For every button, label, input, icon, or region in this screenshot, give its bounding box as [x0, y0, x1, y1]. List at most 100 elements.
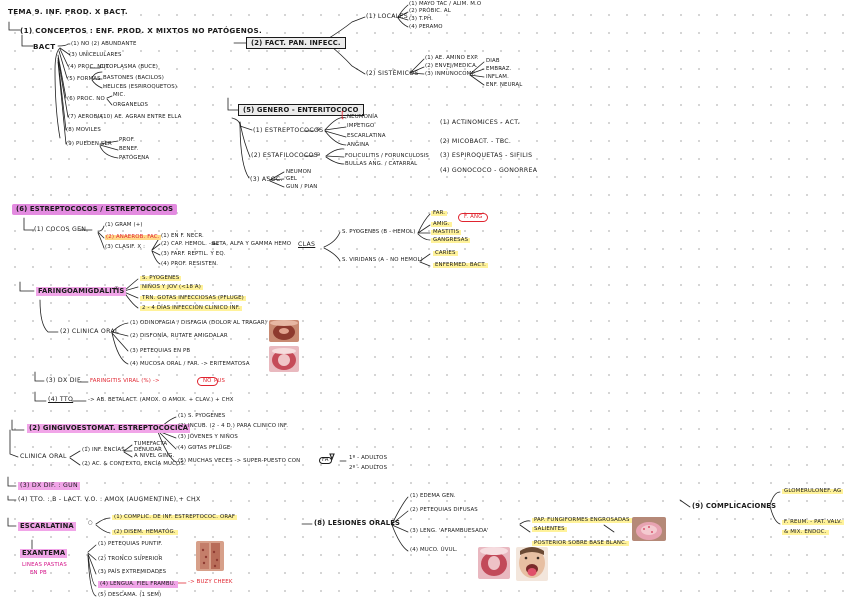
sis-item-1: (1) AE. AMINO EXP. — [425, 55, 479, 61]
section-2-title: (2) FACT. PAN. INFECC. — [246, 37, 346, 49]
strep-sub-1: NEUMONÍA — [347, 114, 378, 120]
genero-item-1: (1) ESTREPTOCOCOS — [253, 127, 324, 134]
clasif-label: (3) CLASIF. X : — [105, 244, 146, 250]
strep-arrow-icon: ⊖ — [316, 127, 321, 133]
clin-item-1: (1) ODINOFAGIA / DISFAGIA (DOLOR AL TRAG… — [130, 320, 268, 326]
lesion-item-3: (3) LENG. 'AFRAMBUESADA' — [410, 528, 489, 534]
pueden-1: PROF. — [119, 137, 135, 143]
bact-label: BACT — [33, 42, 56, 51]
f-ang-badge: F. ANG — [458, 213, 489, 223]
gingivo-right-4: (4) GOTAS PFLÜGE — [178, 445, 231, 451]
dx-dif-label: (3) DX DIF. — [46, 377, 83, 384]
red-bracket-icon: [ — [341, 111, 345, 121]
inmuno-2: EMBRAZ. — [486, 66, 512, 72]
section-7-title: FARINGOAMIGDALITIS — [36, 287, 127, 296]
inmuno-1: DIAB — [486, 58, 500, 64]
tto-text: -> AB. BETALACT. (AMOX. o AMOX. + CLAV.)… — [88, 397, 234, 403]
strep-sub-2: IMPETIGO — [347, 123, 375, 129]
throat-photo-3 — [478, 547, 510, 579]
vir-item-2: ENFERMED. BACT. — [433, 262, 488, 269]
page-title: TEMA 9. INF. PROD. X BACT. — [8, 7, 128, 16]
gingivo-left-2: (2) AC. & CONTEXTO. ENCÍA MUCOS. — [82, 461, 186, 467]
exantema-item-1: (1) PETEQUIAS PUNTIF. — [98, 541, 163, 547]
asoc-sub-1: NEUMON — [286, 169, 312, 175]
inmuno-4: ENF. NEURAL — [486, 82, 523, 88]
staph-sub-1: FOLICULITIS / FORUNCULOSIS — [345, 153, 429, 159]
encia-item-1: TUMEFACTA — [134, 441, 168, 447]
staph-arrow-icon: ⊖ — [316, 152, 321, 158]
clasif-item-3: (3) FARF. REPTIL. Y EQ. — [161, 251, 226, 257]
complic-item-2: F. REUM. - PAT. VALV. — [782, 519, 845, 526]
staph-sub-2: BULLAS ANG. / CATARRAL — [345, 161, 418, 167]
section-12-title: (9) COMPLICACIONES — [692, 502, 777, 510]
clasif-item-2: (2) CAP. HEMOL. -> — [161, 241, 216, 247]
bact-item-8: (9) PUEDEN SER — [66, 141, 112, 147]
right-item-3: (3) ESPIROQUETAS - SIFILIS — [440, 152, 533, 159]
clin-item-3: (3) PETEQUIAS EN PB — [130, 348, 191, 354]
bact-item-3: (4) PROC. NUC. — [68, 64, 112, 70]
pueden-2: BENEF. — [119, 146, 139, 152]
gingivo-right-1: (1) S. PYOGENES — [178, 413, 226, 419]
pueden-3: PATÓGENA — [119, 155, 150, 161]
tongue-photo-1 — [632, 517, 666, 541]
clasif-item-4: (4) PROF. RESISTEN. — [161, 261, 219, 267]
faringo-item-4: 2 - 4 DÍAS INFECCIÓN CLINICO INF. — [140, 305, 242, 312]
faringo-item-1: S. PYOGENES — [140, 275, 182, 282]
aerobia-note: / (10) AE. AGRAN ENTRE ELLA — [97, 114, 182, 120]
right-item-1: (1) ACTINOMICES - ACT. — [440, 119, 520, 126]
gingivo-left-1: (1) INF. ENCÍAS — [82, 447, 125, 453]
gingivo-right-2: (2) INCUB. (2 - 4 D.) PARA CLINICO INF. — [178, 423, 289, 429]
cocos-gen: (1) COCOS GEN — [34, 226, 87, 233]
dx-no-badge: NO — [197, 377, 218, 387]
beta-note: BETA, ALFA Y GAMMA HEMO — [212, 241, 292, 247]
circle-1-icon: ① — [114, 286, 119, 292]
strep-sub-3: ESCARLATINA — [347, 133, 386, 139]
local-item-1: (1) MAYO TAC / ALIM. M.O — [409, 1, 482, 7]
rash-photo — [196, 541, 224, 571]
age-2: 2º - ADULTOS — [349, 465, 388, 471]
gingivo-tto: (4) TTO. : B - LACT. V.O. : AMOX (AUGMEN… — [18, 496, 201, 503]
bact-item-4: (5) FORMAS — [67, 76, 101, 82]
forma-1: BASTONES (BACILOS) — [103, 75, 164, 81]
tto-label: (4) TTO — [48, 396, 74, 403]
pyogenes-label: S. PYOGENES (B - HEMOL) — [342, 229, 416, 235]
exantema-item-4: (4) LENGUA. FIEL FRAMBU. — [98, 581, 178, 589]
inmuno-3: INFLAM. — [486, 74, 509, 80]
escarl-top-1: (1) COMPLIC. DE INF. ESTREPTOCOC. ORAF — [112, 514, 238, 521]
age-1: 1º - ADULTOS — [349, 455, 388, 461]
fa-badge: FA — [319, 457, 332, 465]
lesion-item-2: (2) PETEQUIAS DIFUSAS — [410, 507, 478, 513]
vir-item-1: CARIES — [433, 250, 458, 257]
section-6-title: (6) ESTREPTOCOCOS / ESTREPTOCOCOS — [12, 204, 178, 215]
pink-note-2: EN PB — [30, 570, 47, 576]
section-11-title: (8) LESIONES ORALES — [314, 519, 401, 527]
gram-label: (1) GRAM (+) — [105, 222, 143, 228]
encia-item-2: DENUDAR — [134, 447, 163, 453]
viridans-label: S. VIRIDANS (A - NO HEMOL) — [342, 257, 423, 263]
pink-note-1: LINEAS PASTIAS — [22, 562, 67, 568]
exantema-item-5: (5) DESCAMA. (1 SEM) — [98, 592, 162, 598]
faringo-item-3: TRN. GOTAS INFECCIOSAS (PFLUGE) — [140, 295, 246, 302]
escarl-top-2: (2) DISEM. HEMATÓG. — [112, 529, 178, 536]
lesion-item-4: (4) MUCO. ÚVUL. — [410, 547, 458, 553]
local-item-2: (2) PRÓBIC. AL — [409, 8, 451, 14]
clin-item-4: (4) MUCOSA ORAL / FAR. -> ERITEMATOSA — [130, 361, 250, 367]
lengua-note-1: PAP. FUNGIFORMES ENGROSADAS — [532, 517, 632, 524]
faringo-item-2: NIÑOS Y JOV (<18 A) — [140, 284, 204, 291]
clasif-item-1: (1) EN F. NECR. — [161, 233, 204, 239]
section-5-title: (5) GENERO - ENTERITOCOCO — [238, 104, 364, 116]
throat-photo-1 — [269, 320, 299, 342]
lesion-item-1: (1) EDEMA GEN. — [410, 493, 456, 499]
complic-item-3: & MIX. ENDOC. — [782, 529, 829, 536]
sistemicos-label: (2) SISTÉMICOS — [366, 70, 419, 77]
section-10-title: ESCARLATINA — [18, 522, 76, 531]
local-item-4: (4) PERAMO — [409, 24, 443, 30]
sis-item-3: (3) INMUNOCOMP. — [425, 71, 476, 77]
adn-note: CITOPLASMA (BUCE) — [100, 64, 158, 70]
gingivo-right-3: (3) JÓVENES Y NIÑOS — [178, 434, 238, 440]
buzy-cheek-note: -> BUZY CHEEK — [188, 579, 233, 585]
lengua-note-3: POSTERIOR SOBRE BASE BLANC. — [532, 540, 629, 547]
encia-item-3: A NIVEL GING. — [134, 453, 175, 459]
